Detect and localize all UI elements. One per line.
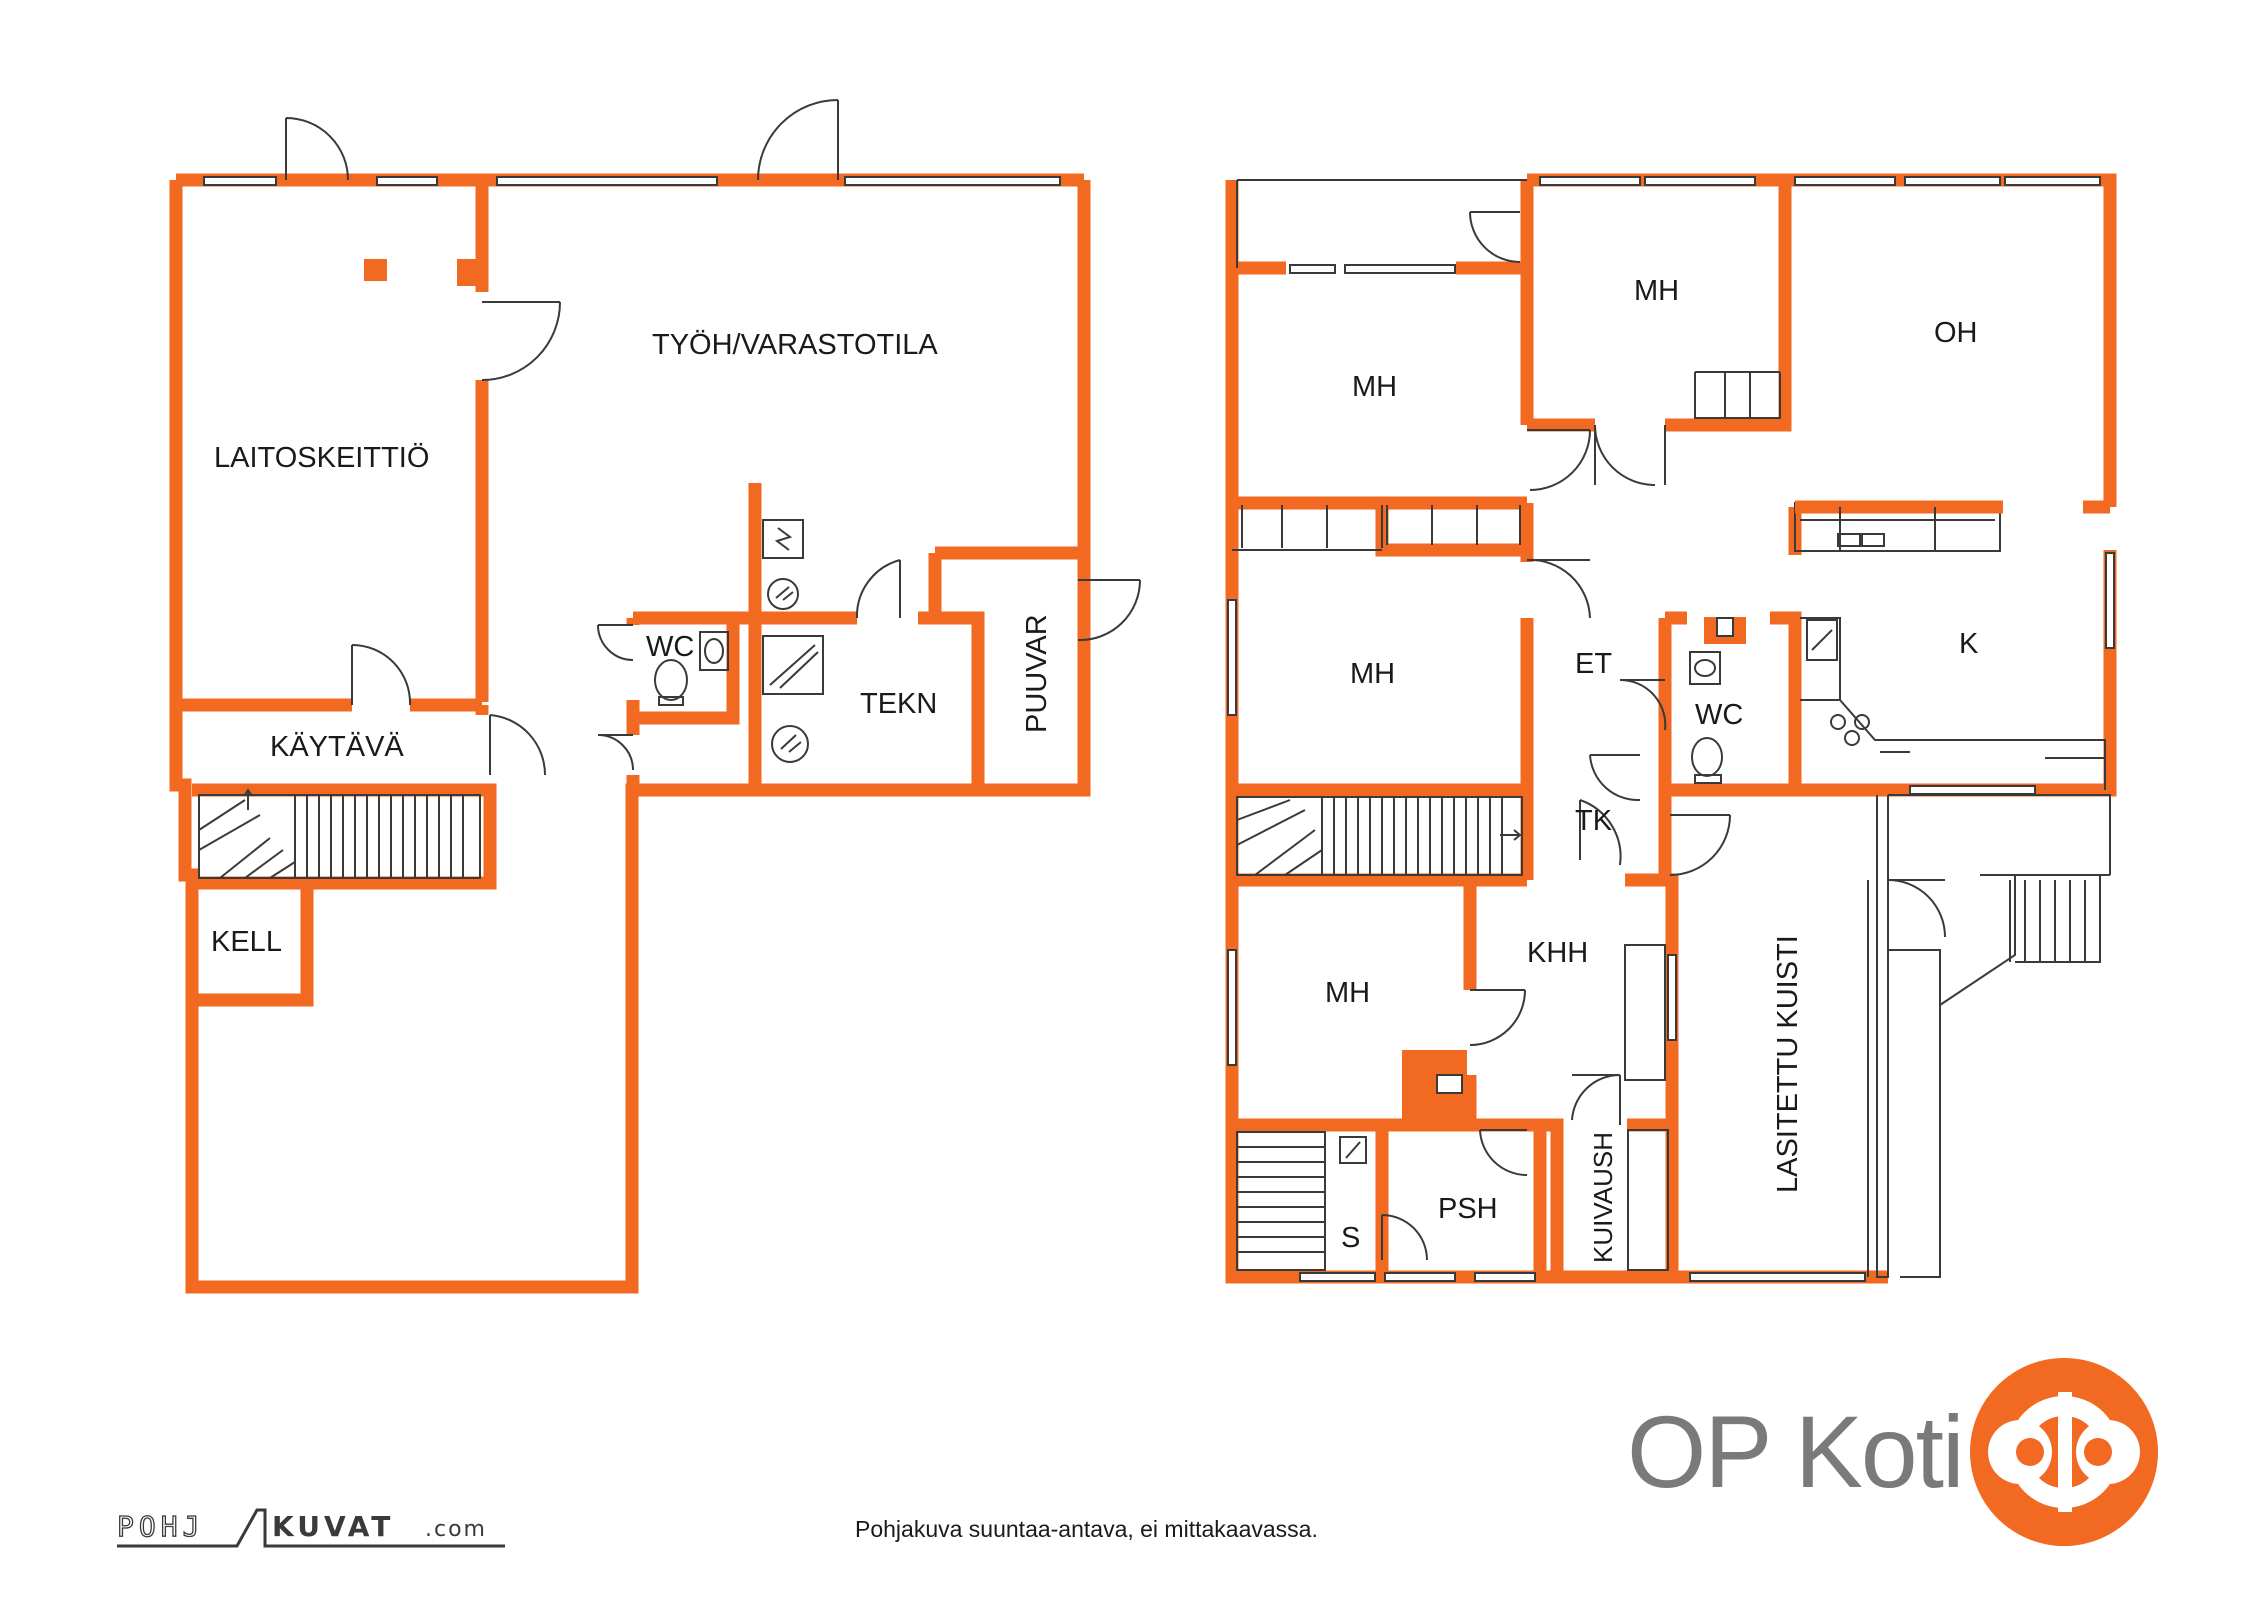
- svg-text:KUVAT: KUVAT: [272, 1510, 394, 1543]
- svg-text:POHJ: POHJ: [117, 1510, 204, 1543]
- doors-upper: [1381, 211, 1946, 1261]
- label-mh-bottom: MH: [1325, 977, 1370, 1009]
- label-et: ET: [1575, 648, 1612, 680]
- tekn-fixtures: [762, 519, 824, 763]
- label-mh-top-center: MH: [1634, 275, 1679, 307]
- pohjakuvat-logo: POHJ KUVAT .com: [116, 1508, 505, 1548]
- label-laitoskeittio: LAITOSKEITTIÖ: [214, 442, 429, 474]
- upper-floor-walls: [1225, 173, 2117, 1284]
- stairs-sauna: [1236, 1131, 1367, 1271]
- stairs-lower: [198, 788, 481, 879]
- stairs-upper: [1236, 796, 1523, 876]
- label-tekn: TEKN: [860, 688, 937, 720]
- porch-outline: [1232, 179, 2111, 1278]
- pillar: [364, 259, 387, 281]
- windows-upper: [1227, 176, 2115, 1282]
- label-oh: OH: [1934, 317, 1978, 349]
- disclaimer-note: Pohjakuva suuntaa-antava, ei mittakaavas…: [855, 1516, 1318, 1542]
- pillar: [457, 259, 482, 286]
- svg-text:.com: .com: [425, 1517, 487, 1542]
- label-wc-lower: WC: [646, 631, 694, 663]
- label-tk: TK: [1575, 805, 1613, 837]
- room-labels-upper: MH MH OH MH ET K WC TK KHH MH PSH S KUIV…: [1325, 275, 1979, 1263]
- lower-floor-plan: [169, 99, 1141, 1294]
- doors-lower: [285, 99, 1141, 776]
- label-s: S: [1341, 1222, 1360, 1254]
- label-tyoh-varastotila: TYÖH/VARASTOTILA: [652, 329, 938, 361]
- wc-fixtures-lower: [654, 631, 729, 706]
- room-labels-lower: TYÖH/VARASTOTILA LAITOSKEITTIÖ KÄYTÄVÄ W…: [211, 329, 1053, 958]
- upper-floor-plan: [1225, 173, 2117, 1284]
- label-kaytava: KÄYTÄVÄ: [270, 731, 404, 763]
- label-psh: PSH: [1438, 1193, 1498, 1225]
- label-mh-top-left: MH: [1352, 371, 1397, 403]
- label-kuivaush: KUIVAUSH: [1588, 1132, 1618, 1263]
- label-puuvar: PUUVAR: [1021, 614, 1053, 733]
- label-k: K: [1959, 628, 1979, 660]
- label-kell: KELL: [211, 926, 282, 958]
- op-koti-logo: OP Koti: [1627, 1358, 2158, 1546]
- label-lasitettu-kuisti: LASITETTU KUISTI: [1772, 935, 1804, 1193]
- svg-text:OP Koti: OP Koti: [1627, 1395, 1963, 1509]
- label-wc-upper: WC: [1695, 699, 1743, 731]
- fireplace: [1402, 1050, 1467, 1125]
- wc-fixtures-upper: [1689, 617, 1746, 784]
- label-mh-middle: MH: [1350, 658, 1395, 690]
- windows-lower: [203, 176, 1061, 186]
- kitchen-appliances: [1806, 533, 1885, 746]
- lower-floor-walls: [169, 173, 1091, 1294]
- label-khh: KHH: [1527, 937, 1588, 969]
